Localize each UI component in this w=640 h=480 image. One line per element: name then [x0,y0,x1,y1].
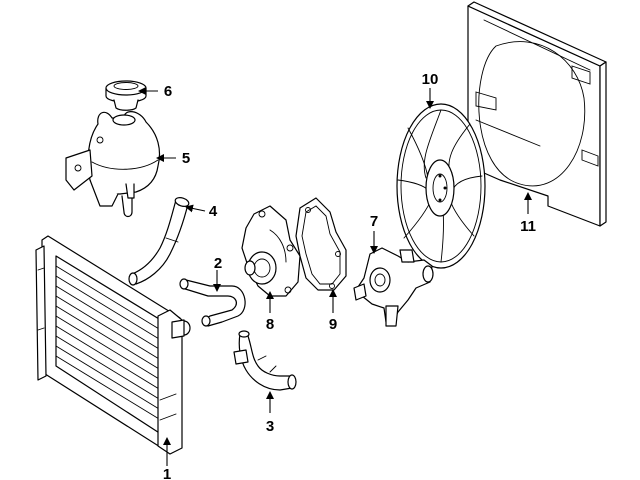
reservoir-cap [105,80,147,111]
callout-6: 6 [164,83,172,100]
radiator [35,235,191,455]
cooling-fan [396,103,486,269]
callout-3: 3 [266,418,274,435]
coolant-reservoir [65,111,161,218]
water-pump [241,205,301,297]
callout-2: 2 [214,255,222,272]
water-pump-gasket [295,197,347,291]
leader-4 [185,204,206,213]
leader-lines [138,87,532,466]
callout-11: 11 [520,218,536,235]
callout-9: 9 [329,316,337,333]
thermostat-housing [353,247,434,327]
lower-radiator-hose [233,330,297,391]
upper-radiator-hose [128,197,190,286]
fan-shroud [467,1,607,227]
callout-4: 4 [209,203,218,220]
bypass-hose [179,278,246,327]
callout-7: 7 [370,213,378,230]
callout-10: 10 [422,71,439,88]
callout-labels: 1 2 3 4 5 6 7 8 9 10 11 [163,71,536,480]
callout-8: 8 [266,316,274,333]
callout-5: 5 [182,150,190,167]
callout-1: 1 [163,466,171,480]
